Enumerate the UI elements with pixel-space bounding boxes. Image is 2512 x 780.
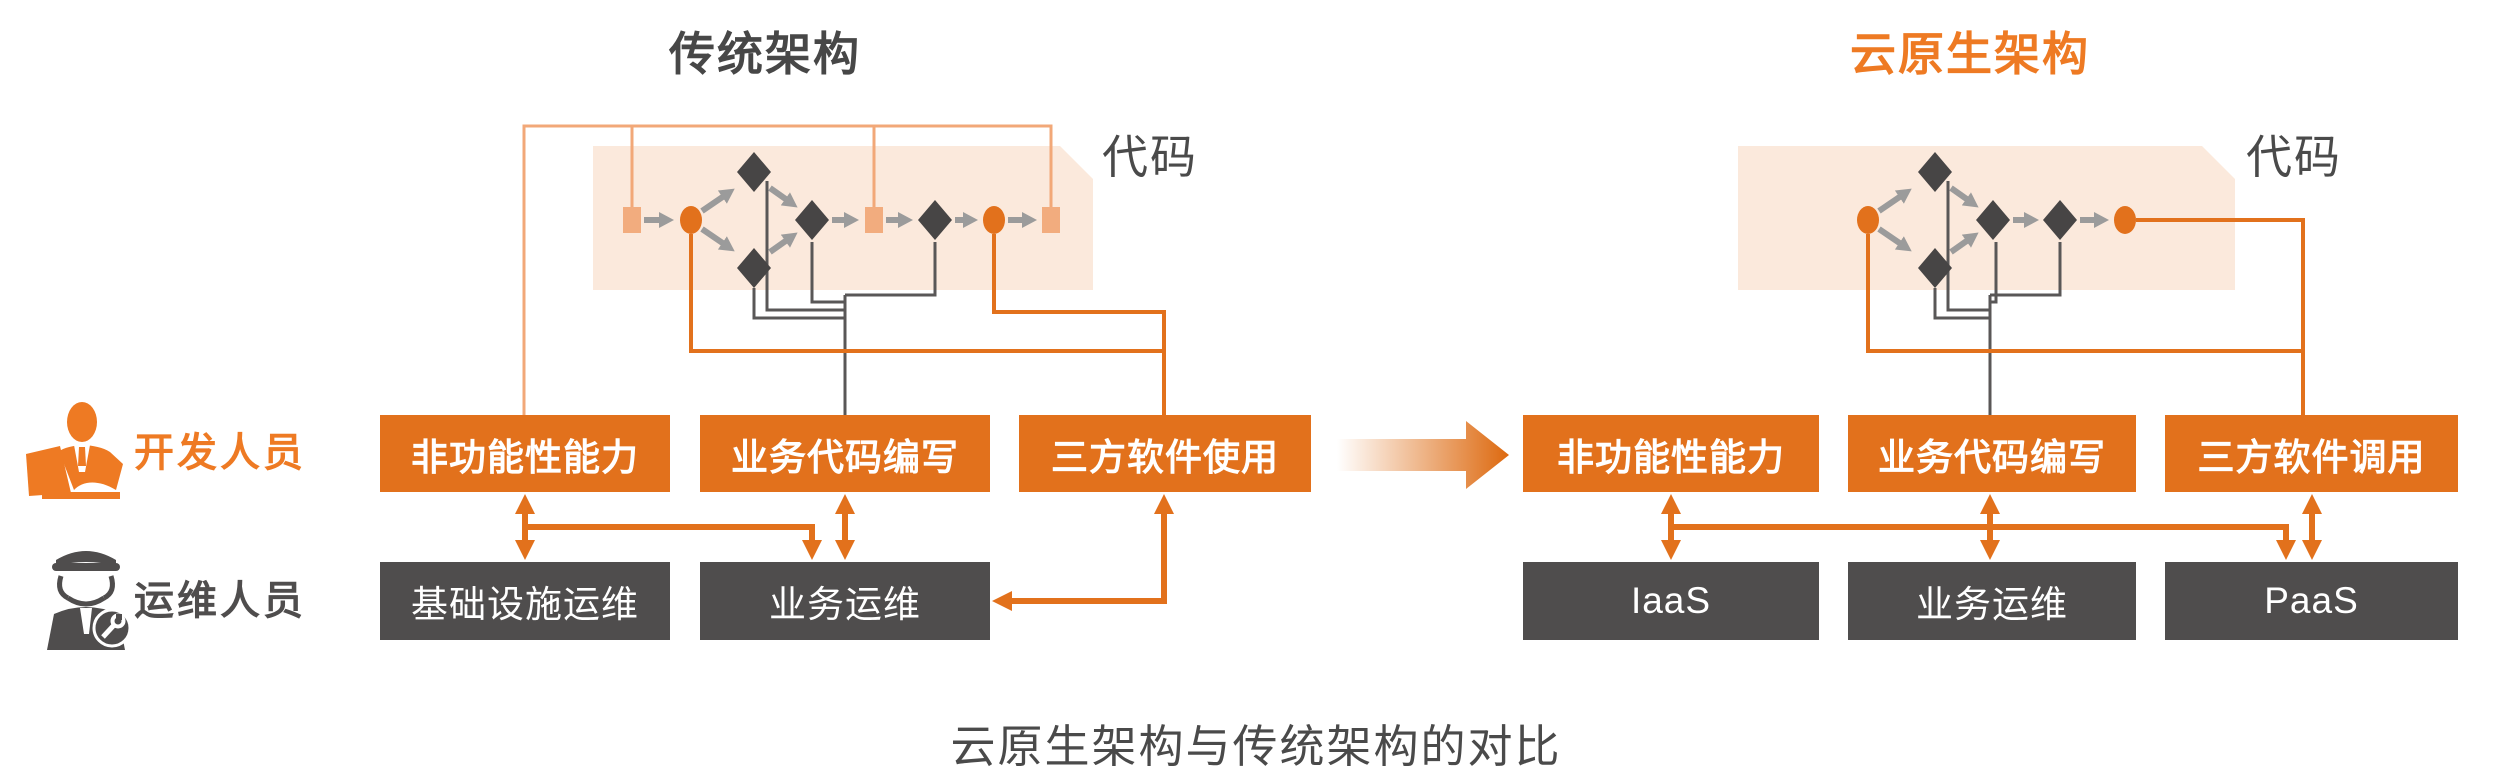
flow-square-node: [623, 207, 641, 233]
left-flow-nodes: [623, 152, 1060, 288]
right-box-third-party: 三方软件调用: [2165, 415, 2458, 492]
flow-circle-node: [1857, 206, 1879, 234]
right-box-business-code: 业务代码编写: [1848, 415, 2136, 492]
left-box-third-party: 三方软件使用: [1019, 415, 1311, 492]
left-diamond-connectors: [752, 181, 937, 415]
flow-diamond-node: [795, 200, 829, 240]
flow-diamond-node: [1918, 248, 1952, 288]
diagram-caption: 云原生架构与传统架构的对比: [950, 721, 1562, 772]
transition-arrow: [1337, 421, 1509, 489]
left-top-orange-bus: [522, 124, 1053, 415]
left-code-label: 代码: [1102, 131, 1198, 183]
right-box-iaas: IaaS: [1523, 562, 1819, 640]
left-circle-connectors: [689, 234, 1166, 415]
developer-role-label: 开发人员: [134, 431, 306, 475]
left-architecture-title: 传统架构: [669, 28, 861, 80]
right-flow-nodes: [1857, 152, 2136, 288]
left-box-business-code: 业务代码编写: [700, 415, 990, 492]
flow-circle-node: [680, 206, 702, 234]
flow-diamond-node: [737, 152, 771, 192]
flow-circle-node: [983, 206, 1005, 234]
operations-role-label: 运维人员: [134, 579, 306, 623]
left-flow-arrows: [644, 185, 1037, 255]
developer-at-laptop-icon: [24, 400, 126, 502]
right-box-paas: PaaS: [2165, 562, 2458, 640]
left-devops-arrows: [515, 494, 1174, 611]
right-circle-connectors: [1866, 218, 2305, 415]
right-box-nonfunctional: 非功能性能力: [1523, 415, 1819, 492]
right-architecture-title: 云原生架构: [1850, 28, 2090, 80]
right-diamond-connectors: [1933, 181, 2062, 415]
flow-square-node: [1042, 207, 1060, 233]
flow-circle-node: [2114, 206, 2136, 234]
flow-diamond-node: [1976, 200, 2010, 240]
flow-diamond-node: [2043, 200, 2077, 240]
flow-diamond-node: [918, 200, 952, 240]
right-box-business-ops: 业务运维: [1848, 562, 2136, 640]
operator-wrench-icon: [28, 540, 132, 650]
flow-diamond-node: [737, 248, 771, 288]
left-box-nonfunctional: 非功能性能力: [380, 415, 670, 492]
left-box-infra-ops: 基础设施运维: [380, 562, 670, 640]
flow-square-node: [865, 207, 883, 233]
right-flow-arrows: [1877, 185, 2109, 255]
right-code-label: 代码: [2246, 131, 2342, 183]
flow-diamond-node: [1918, 152, 1952, 192]
right-devops-arrows: [1661, 494, 2322, 560]
left-box-business-ops: 业务运维: [700, 562, 990, 640]
